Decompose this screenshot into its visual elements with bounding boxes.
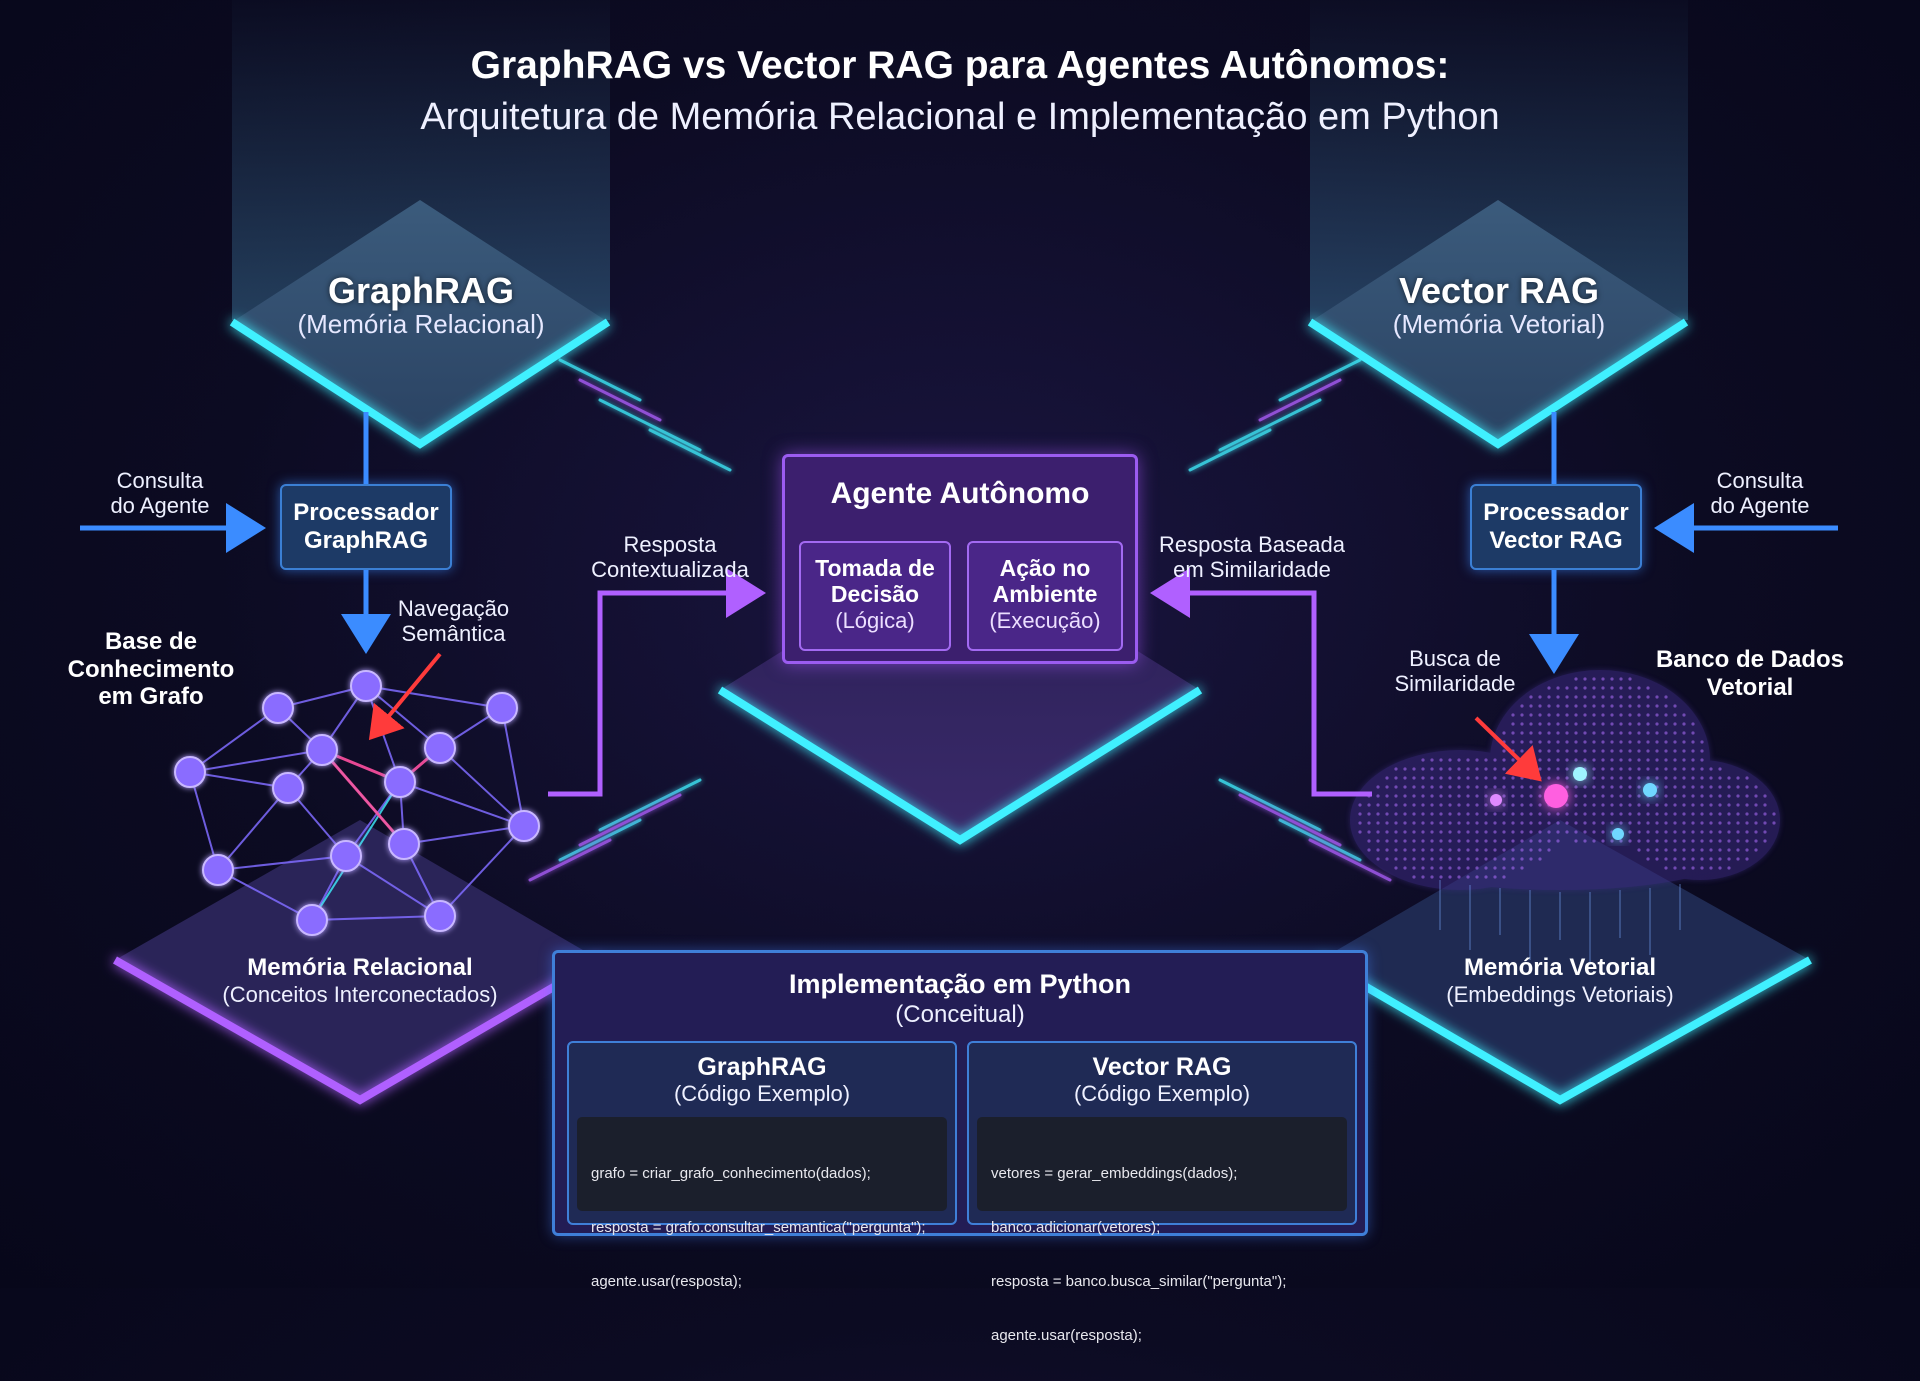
pointer-arrows — [368, 652, 1542, 782]
main-subtitle: Arquitetura de Memória Relacional e Impl… — [420, 96, 1500, 138]
code-line: agente.usar(resposta); — [591, 1273, 742, 1290]
knowledge-base-label: Base de Conhecimento em Grafo — [67, 628, 235, 711]
graph-node — [508, 810, 540, 842]
graphrag-code-subtitle: (Código Exemplo) — [673, 1081, 851, 1106]
graphrag-code-block: grafo = criar_grafo_conhecimento(dados);… — [577, 1117, 947, 1290]
graph-node — [272, 772, 304, 804]
graph-node — [296, 904, 328, 936]
graph-node — [486, 692, 518, 724]
vectorrag-cube — [1307, 0, 1689, 449]
code-line: resposta = banco.busca_similar("pergunta… — [991, 1273, 1287, 1290]
graphrag-processor: Processador GraphRAG — [280, 484, 452, 570]
search-pointer-arrow — [1474, 716, 1542, 782]
vector-query-label: Consulta do Agente — [1710, 468, 1810, 519]
graphrag-code-card: GraphRAG (Código Exemplo) grafo = criar_… — [567, 1041, 957, 1290]
graph-node — [350, 670, 382, 702]
graph-node — [424, 900, 456, 932]
code-line: banco.adicionar(vetores); — [991, 1219, 1161, 1236]
graph-node — [424, 732, 456, 764]
graph-query-label: Consulta do Agente — [110, 468, 210, 519]
vectorrag-processor: Processador Vector RAG — [1470, 484, 1642, 570]
response-arrow-right — [1150, 568, 1372, 797]
semantic-navigation-label: Navegação Semântica — [397, 596, 510, 647]
graph-node — [202, 854, 234, 886]
graphrag-title: GraphRAG — [327, 270, 514, 311]
data-streams — [528, 358, 1392, 882]
graph-node — [330, 840, 362, 872]
vectorrag-code-card: Vector RAG (Código Exemplo) vetores = ge… — [967, 1041, 1357, 1344]
similarity-search-label: Busca de Similaridade — [1394, 646, 1516, 697]
code-line: vetores = gerar_embeddings(dados); — [991, 1165, 1238, 1182]
graph-node — [262, 692, 294, 724]
nav-pointer-arrow — [368, 652, 442, 741]
graph-node — [384, 766, 416, 798]
python-implementation-panel: Implementação em Python (Conceitual) Gra… — [552, 950, 1368, 1344]
main-title: GraphRAG vs Vector RAG para Agentes Autô… — [470, 44, 1450, 87]
knowledge-graph — [174, 670, 540, 936]
diagram-canvas — [80, 0, 1838, 1105]
response-arrows — [548, 568, 1372, 797]
vectorrag-code-block: vetores = gerar_embeddings(dados); banco… — [977, 1117, 1347, 1344]
vector-cloud — [1350, 670, 1780, 965]
implementation-title: Implementação em Python — [788, 969, 1132, 999]
graphrag-cube — [229, 0, 611, 449]
contextual-response-label: Resposta Contextualizada — [591, 532, 749, 583]
relational-memory-platform — [113, 820, 603, 1105]
relational-memory-label: Memória Relacional (Conceitos Interconec… — [222, 954, 498, 1007]
code-line: grafo = criar_grafo_conhecimento(dados); — [591, 1165, 871, 1182]
flow-arrows-blue — [80, 412, 1838, 674]
vectorrag-subtitle: (Memória Vetorial) — [1392, 309, 1606, 339]
graph-node — [388, 828, 420, 860]
autonomous-agent-box: Agente Autônomo Tomada de Decisão (Lógic… — [782, 454, 1138, 664]
graph-node — [306, 734, 338, 766]
graphrag-subtitle: (Memória Relacional) — [297, 309, 545, 339]
decision-box: Tomada de Decisão (Lógica) — [799, 541, 951, 651]
implementation-subtitle: (Conceitual) — [895, 1001, 1025, 1028]
highlighted-vector — [1544, 784, 1568, 808]
vector-db-label: Banco de Dados Vetorial — [1655, 646, 1845, 701]
vector-memory-platform — [1317, 820, 1812, 1105]
vectorrag-code-subtitle: (Código Exemplo) — [1073, 1081, 1251, 1106]
graph-node — [174, 756, 206, 788]
graphrag-code-title: GraphRAG — [697, 1053, 827, 1081]
vectorrag-code-title: Vector RAG — [1092, 1053, 1232, 1081]
similarity-response-label: Resposta Baseada em Similaridade — [1159, 532, 1345, 583]
agent-title: Agente Autônomo — [830, 477, 1090, 510]
code-line: agente.usar(resposta); — [991, 1327, 1142, 1344]
response-arrow-left — [548, 568, 766, 797]
code-line: resposta = grafo.consultar_semantica("pe… — [591, 1219, 926, 1236]
vectorrag-title: Vector RAG — [1398, 270, 1600, 311]
vector-memory-label: Memória Vetorial (Embeddings Vetoriais) — [1446, 954, 1674, 1007]
action-box: Ação no Ambiente (Execução) — [967, 541, 1123, 651]
